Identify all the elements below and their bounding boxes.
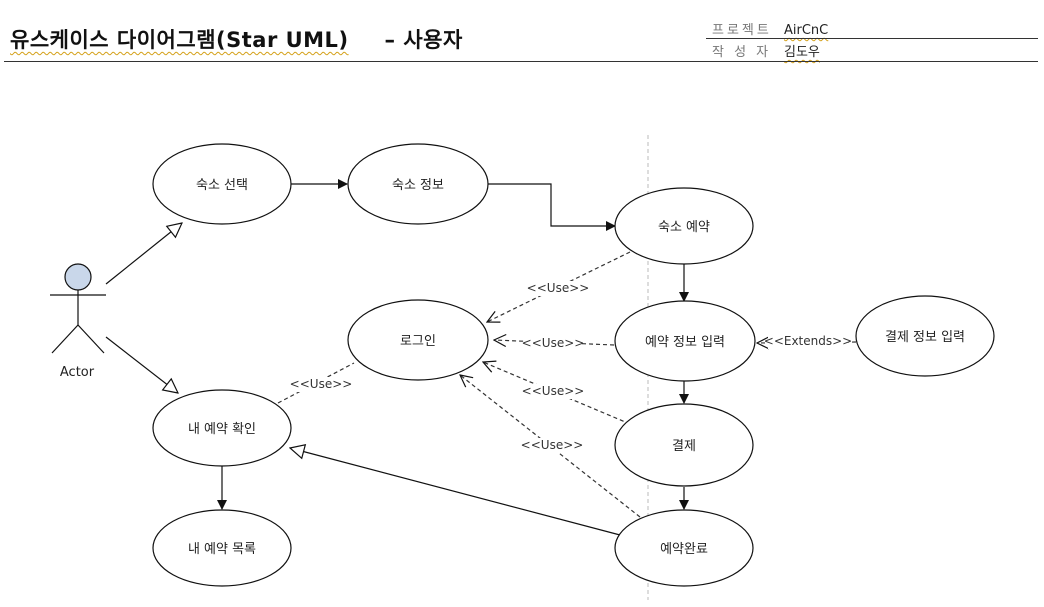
author-row: 작 성 자 김도우 xyxy=(712,41,820,60)
header-divider xyxy=(4,61,1038,62)
author-key: 작 성 자 xyxy=(712,45,772,60)
use-case-label: 로그인 xyxy=(400,334,436,349)
actor-label: Actor xyxy=(60,365,95,380)
use-label-enter: <<Use>> xyxy=(522,336,585,350)
extends-label: <<Extends>> xyxy=(764,334,852,348)
actor-head xyxy=(64,263,92,291)
author-value: 김도우 xyxy=(784,45,820,60)
use-case-login: 로그인 xyxy=(347,299,489,381)
info-to-reserve-arrow xyxy=(488,183,616,231)
project-row: 프로젝트 AirCnC xyxy=(712,19,828,38)
use-case-enter-payment: 결제 정보 입력 xyxy=(855,295,995,377)
use-case-reserve-lodging: 숙소 예약 xyxy=(614,187,754,265)
use-label-check: <<Use>> xyxy=(290,377,353,391)
use-label-complete: <<Use>> xyxy=(521,438,584,452)
use-case-enter-reservation: 예약 정보 입력 xyxy=(614,300,756,382)
actor-to-select-link xyxy=(105,223,182,285)
use-case-label: 내 예약 확인 xyxy=(188,422,256,437)
use-case-payment: 결제 xyxy=(614,403,754,487)
use-case-reservation-complete: 예약완료 xyxy=(614,509,754,587)
use-case-my-reservation-list: 내 예약 목록 xyxy=(152,509,292,587)
header-meta-divider xyxy=(706,38,1038,39)
use-case-check-my-reservation: 내 예약 확인 xyxy=(152,389,292,467)
use-case-select-lodging: 숙소 선택 xyxy=(152,143,292,225)
title-suffix: – 사용자 xyxy=(384,28,463,52)
use-case-label: 예약 정보 입력 xyxy=(645,335,725,350)
page-title: 유스케이스 다이어그램(Star UML) – 사용자 xyxy=(10,24,463,54)
use-case-label: 숙소 선택 xyxy=(196,178,248,193)
use-label-reserve: <<Use>> xyxy=(527,281,590,295)
use-case-label: 내 예약 목록 xyxy=(188,542,256,557)
use-case-lodging-info: 숙소 정보 xyxy=(347,143,489,225)
complete-to-check-link xyxy=(290,448,621,536)
use-case-label: 숙소 예약 xyxy=(658,220,710,235)
title-main: 유스케이스 다이어그램(Star UML) xyxy=(10,28,349,52)
project-value: AirCnC xyxy=(784,23,829,38)
use-case-label: 숙소 정보 xyxy=(392,178,444,193)
use-label-payment: <<Use>> xyxy=(522,384,585,398)
actor-to-check-link xyxy=(105,336,178,393)
enter-login-use-link xyxy=(494,340,615,345)
use-case-label: 결제 정보 입력 xyxy=(885,330,965,345)
actor-figure xyxy=(50,263,106,354)
use-case-label: 예약완료 xyxy=(660,542,708,557)
project-key: 프로젝트 xyxy=(712,23,772,38)
use-case-label: 결제 xyxy=(672,439,696,454)
